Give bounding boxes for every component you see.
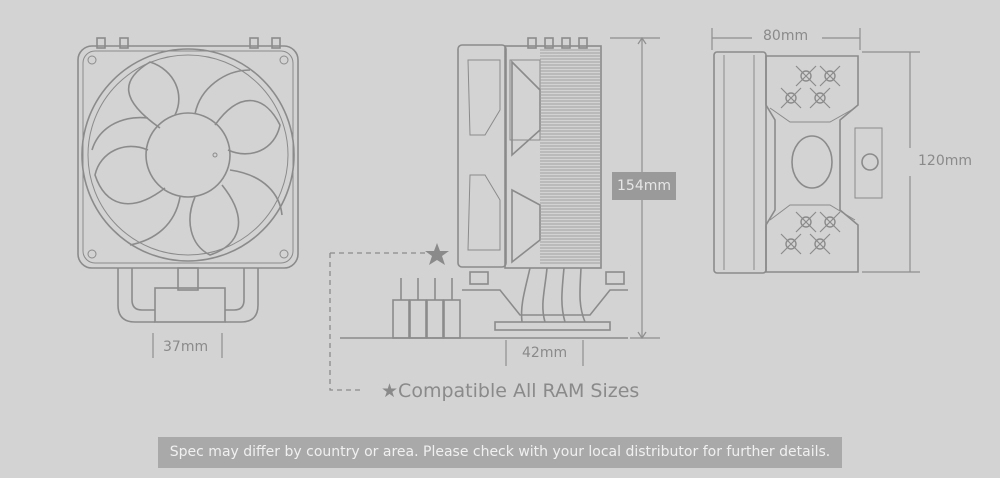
dim-width-label: 37mm bbox=[163, 339, 209, 355]
screw-icon bbox=[795, 65, 817, 87]
screw-icon bbox=[795, 211, 817, 233]
side-view bbox=[329, 36, 660, 391]
heatsink-fins bbox=[540, 49, 600, 264]
disclaimer-note: Spec may differ by country or area. Plea… bbox=[158, 437, 842, 468]
screw-icon bbox=[809, 233, 831, 255]
top-side-view bbox=[711, 28, 920, 274]
screw-icon bbox=[819, 211, 841, 233]
dim-base-label: 42mm bbox=[522, 345, 568, 361]
dim-fan-height-label: 120mm bbox=[918, 153, 972, 169]
front-view bbox=[77, 37, 299, 358]
dim-height-label: 154mm bbox=[612, 172, 676, 200]
fan-blades-icon bbox=[91, 61, 283, 256]
screw-icon bbox=[780, 87, 802, 109]
screw-icon bbox=[780, 233, 802, 255]
star-icon: ★ bbox=[381, 380, 399, 402]
ram-compatibility-note: ★Compatible All RAM Sizes bbox=[381, 380, 640, 402]
screw-icon bbox=[809, 87, 831, 109]
screw-icon bbox=[819, 65, 841, 87]
ram-sticks bbox=[392, 278, 461, 339]
dim-depth-label: 80mm bbox=[763, 28, 809, 44]
screw-icons bbox=[780, 65, 841, 255]
star-icon bbox=[425, 243, 449, 265]
